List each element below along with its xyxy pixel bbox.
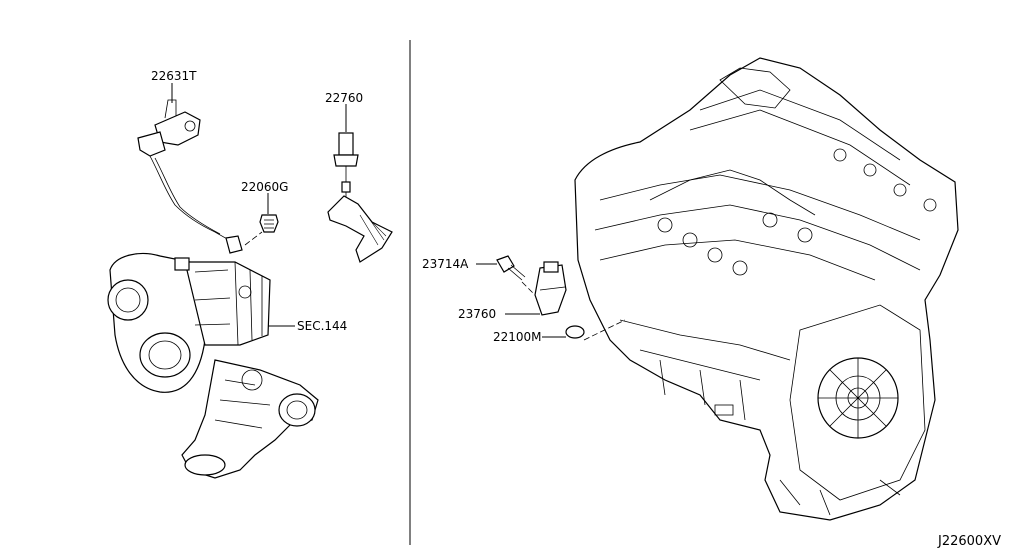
label-23714A: 23714A [422, 257, 469, 271]
bracket-icon [327, 192, 393, 263]
turbocharger-icon [107, 252, 319, 479]
label-sec144: SEC.144 [297, 319, 347, 333]
label-23760: 23760 [458, 307, 496, 321]
engine-block-icon [574, 57, 959, 521]
sensor-22631T-icon[interactable] [137, 99, 243, 254]
label-22631T: 22631T [151, 69, 197, 83]
label-22060G: 22060G [241, 180, 288, 194]
label-22760: 22760 [325, 91, 363, 105]
sensor-22760-icon[interactable] [333, 132, 359, 193]
fitting-22060G-icon[interactable] [259, 214, 279, 233]
diagram-code: J22600XV [937, 534, 1001, 549]
label-22100M: 22100M [493, 330, 542, 344]
sensor-icon[interactable] [534, 261, 567, 316]
bolt-icon[interactable] [496, 255, 526, 281]
o-ring-icon[interactable] [565, 325, 585, 339]
